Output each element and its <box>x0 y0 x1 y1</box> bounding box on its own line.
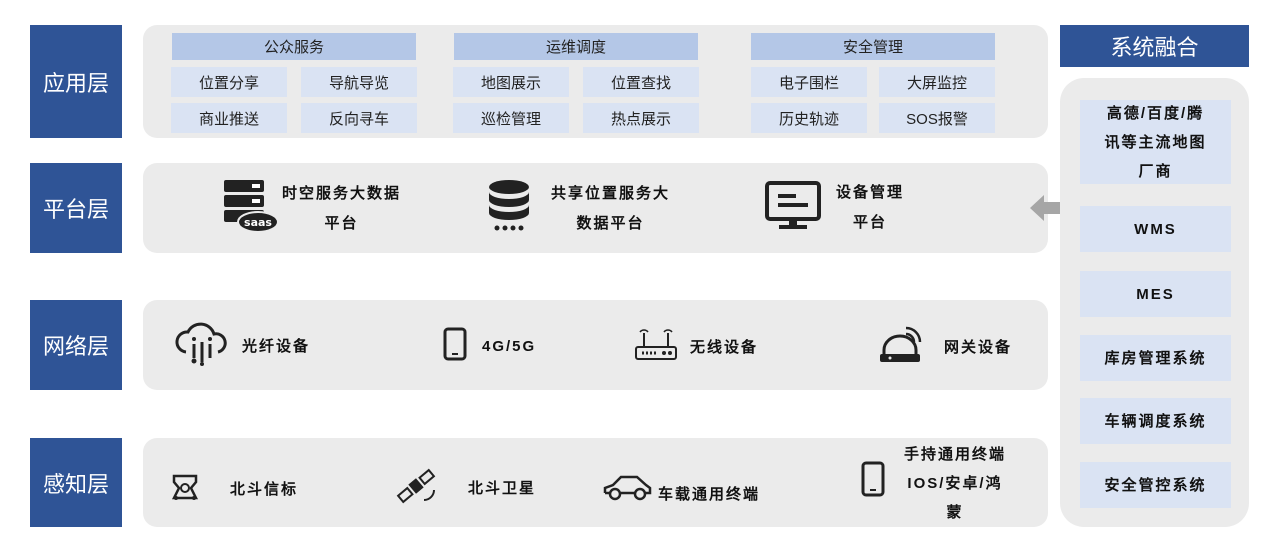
platform-item-spatiotemporal-line1: 时空服务大数据 <box>282 184 402 202</box>
perception-layer-panel <box>143 438 1048 527</box>
cell-reverse-car-finding: 反向寻车 <box>301 103 417 133</box>
platform-item-shared-location-line2: 数据平台 <box>576 214 645 232</box>
network-item-gateway: 网关设备 <box>878 326 1012 369</box>
handheld-line2: IOS/安卓/鸿 <box>907 475 1003 492</box>
group-public-service: 公众服务 <box>172 33 416 60</box>
fusion-system-warehouse: 库房管理系统 <box>1080 335 1231 381</box>
fusion-system-map-vendors-line1: 高德/百度/腾 <box>1106 104 1205 122</box>
network-item-4g5g-label: 4G/5G <box>482 337 537 355</box>
cloud-fiber-icon <box>172 322 232 371</box>
perception-item-handheld-terminal: 手持通用终端 IOS/安卓/鸿 蒙 <box>860 440 1006 527</box>
layer-label-perception: 感知层 <box>30 438 122 527</box>
perception-item-beacon-label: 北斗信标 <box>230 480 299 498</box>
cell-geofence: 电子围栏 <box>751 67 867 97</box>
platform-item-spatiotemporal-line2: 平台 <box>324 214 359 232</box>
server-saas-icon: saas <box>222 178 280 239</box>
cell-navigation: 导航导览 <box>301 67 417 97</box>
layer-label-platform: 平台层 <box>30 163 122 253</box>
platform-item-spatiotemporal: saas 时空服务大数据 平台 <box>222 178 401 239</box>
network-item-fiber-label: 光纤设备 <box>242 337 311 355</box>
network-item-wireless: 无线设备 <box>634 327 758 368</box>
cell-location-search: 位置查找 <box>583 67 699 97</box>
cell-big-screen: 大屏监控 <box>879 67 995 97</box>
gateway-icon <box>878 326 922 369</box>
platform-layer-panel <box>143 163 1048 253</box>
fusion-title: 系统融合 <box>1060 25 1249 67</box>
network-item-fiber: 光纤设备 <box>172 322 310 371</box>
platform-item-shared-location: 共享位置服务大 数据平台 <box>485 178 670 239</box>
layer-label-app: 应用层 <box>30 25 122 138</box>
perception-item-beacon: 北斗信标 <box>170 472 298 507</box>
perception-item-vehicle-terminal: 车载通用终端 <box>602 470 760 510</box>
cell-location-share: 位置分享 <box>171 67 287 97</box>
fusion-system-safety-control: 安全管控系统 <box>1080 462 1231 508</box>
router-icon <box>634 327 678 368</box>
database-icon <box>485 178 535 239</box>
fusion-system-map-vendors-line2: 讯等主流地图 <box>1104 133 1207 151</box>
fusion-system-map-vendors: 高德/百度/腾 讯等主流地图 厂商 <box>1080 100 1231 184</box>
cell-sos: SOS报警 <box>879 103 995 133</box>
fusion-system-map-vendors-line3: 厂商 <box>1138 162 1173 180</box>
fusion-system-mes: MES <box>1080 271 1231 317</box>
satellite-icon <box>394 466 438 511</box>
perception-item-satellite-label: 北斗卫星 <box>468 479 537 497</box>
car-icon <box>602 473 652 508</box>
monitor-icon <box>764 180 824 237</box>
cell-inspection: 巡检管理 <box>453 103 569 133</box>
cell-hotspot: 热点展示 <box>583 103 699 133</box>
group-security-management: 安全管理 <box>751 33 995 60</box>
platform-item-device-management-line2: 平台 <box>853 214 888 231</box>
cell-map-display: 地图展示 <box>453 67 569 97</box>
group-ops-dispatch: 运维调度 <box>454 33 698 60</box>
phone-icon <box>442 327 468 366</box>
network-item-4g5g: 4G/5G <box>442 327 536 366</box>
layer-label-network: 网络层 <box>30 300 122 390</box>
perception-item-satellite: 北斗卫星 <box>394 466 536 511</box>
network-item-gateway-label: 网关设备 <box>944 338 1013 356</box>
network-item-wireless-label: 无线设备 <box>690 338 759 356</box>
cell-commerce-push: 商业推送 <box>171 103 287 133</box>
fusion-system-wms: WMS <box>1080 206 1231 252</box>
perception-item-vehicle-terminal-label: 车载通用终端 <box>658 486 761 503</box>
beacon-icon <box>170 472 200 507</box>
handheld-line3: 蒙 <box>946 504 964 521</box>
platform-item-device-management: 设备管理 平台 <box>764 178 904 238</box>
platform-item-shared-location-line1: 共享位置服务大 <box>551 184 671 202</box>
handheld-line1: 手持通用终端 <box>904 446 1007 463</box>
handheld-icon <box>860 461 886 502</box>
network-layer-panel <box>143 300 1048 390</box>
platform-item-device-management-line1: 设备管理 <box>836 184 905 201</box>
cell-history-track: 历史轨迹 <box>751 103 867 133</box>
saas-icon-text: saas <box>244 216 272 229</box>
fusion-system-vehicle-dispatch: 车辆调度系统 <box>1080 398 1231 444</box>
